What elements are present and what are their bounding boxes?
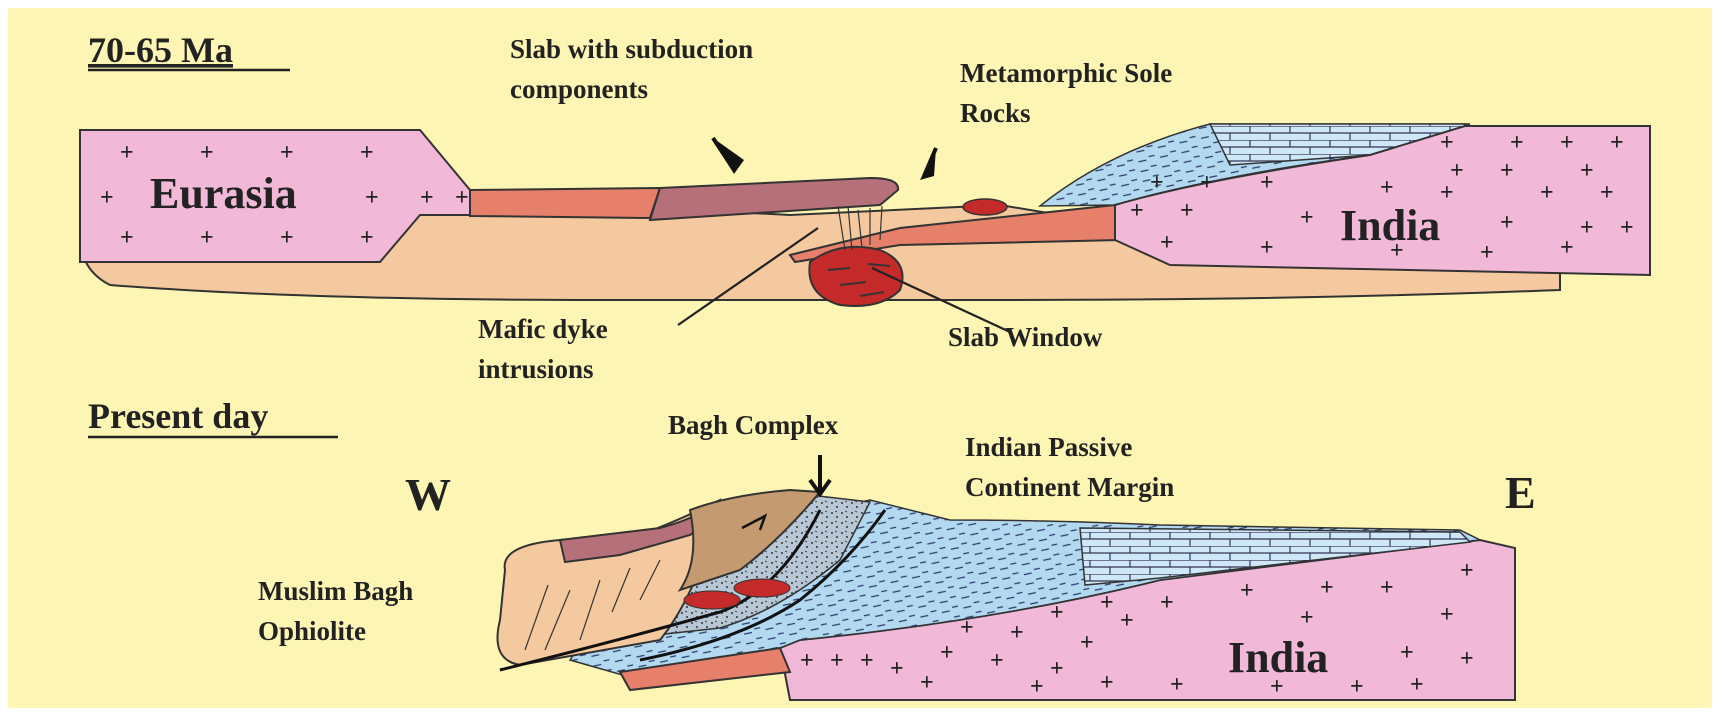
label-slab-window: Slab Window bbox=[948, 322, 1103, 352]
crust-plus-marker: + bbox=[1580, 215, 1594, 241]
label-indian-passive-line2: Continent Margin bbox=[965, 472, 1174, 502]
crust-plus-marker: + bbox=[280, 140, 294, 166]
crust-plus-marker: + bbox=[1050, 600, 1064, 626]
crust-plus-marker: + bbox=[1600, 180, 1614, 206]
crust-plus-marker: + bbox=[1030, 674, 1044, 700]
crust-plus-marker: + bbox=[100, 185, 114, 211]
crust-plus-marker: + bbox=[1560, 235, 1574, 261]
crust-plus-marker: + bbox=[1380, 575, 1394, 601]
crust-plus-marker: + bbox=[1010, 620, 1024, 646]
melt-lens-1 bbox=[684, 591, 740, 609]
label-mafic-dyke-line2: intrusions bbox=[478, 354, 594, 384]
crust-plus-marker: + bbox=[940, 640, 954, 666]
crust-plus-marker: + bbox=[1500, 210, 1514, 236]
label-india-bottom: India bbox=[1228, 633, 1328, 682]
crust-plus-marker: + bbox=[1180, 198, 1194, 224]
label-slab-subduction-line1: Slab with subduction bbox=[510, 34, 753, 64]
crust-plus-marker: + bbox=[860, 648, 874, 674]
crust-plus-marker: + bbox=[1460, 646, 1474, 672]
crust-plus-marker: + bbox=[920, 670, 934, 696]
crust-plus-marker: + bbox=[1100, 670, 1114, 696]
crust-plus-marker: + bbox=[1260, 170, 1274, 196]
crust-plus-marker: + bbox=[1540, 180, 1554, 206]
title-70-65-ma: 70-65 Ma bbox=[88, 30, 233, 70]
crust-plus-marker: + bbox=[990, 648, 1004, 674]
label-eurasia: Eurasia bbox=[150, 169, 297, 218]
crust-plus-marker: + bbox=[1120, 608, 1134, 634]
melt-lens-2 bbox=[734, 579, 790, 597]
crust-plus-marker: + bbox=[1240, 578, 1254, 604]
label-east: E bbox=[1505, 467, 1536, 518]
label-west: W bbox=[405, 469, 451, 520]
crust-plus-marker: + bbox=[1380, 175, 1394, 201]
crust-plus-marker: + bbox=[1350, 674, 1364, 700]
crust-plus-marker: + bbox=[1160, 590, 1174, 616]
crust-plus-marker: + bbox=[1080, 630, 1094, 656]
crust-plus-marker: + bbox=[1560, 130, 1574, 156]
oceanic-slab-left bbox=[470, 188, 660, 218]
crust-plus-marker: + bbox=[800, 648, 814, 674]
crust-plus-marker: + bbox=[120, 140, 134, 166]
crust-plus-marker: + bbox=[1500, 158, 1514, 184]
label-india-top: India bbox=[1340, 201, 1440, 250]
crust-plus-marker: + bbox=[1440, 602, 1454, 628]
crust-plus-marker: + bbox=[1410, 672, 1424, 698]
crust-plus-marker: + bbox=[830, 648, 844, 674]
crust-plus-marker: + bbox=[1440, 180, 1454, 206]
crust-plus-marker: + bbox=[1440, 130, 1454, 156]
crust-plus-marker: + bbox=[1170, 672, 1184, 698]
label-indian-passive-line1: Indian Passive bbox=[965, 432, 1132, 462]
crust-plus-marker: + bbox=[120, 225, 134, 251]
crust-plus-marker: + bbox=[365, 185, 379, 211]
crust-plus-marker: + bbox=[360, 225, 374, 251]
label-metamorphic-sole-line2: Rocks bbox=[960, 98, 1031, 128]
crust-plus-marker: + bbox=[1460, 558, 1474, 584]
crust-plus-marker: + bbox=[1320, 575, 1334, 601]
crust-plus-marker: + bbox=[1150, 170, 1164, 196]
label-slab-subduction-line2: components bbox=[510, 74, 648, 104]
crust-plus-marker: + bbox=[890, 656, 904, 682]
crust-plus-marker: + bbox=[1510, 130, 1524, 156]
crust-plus-marker: + bbox=[420, 185, 434, 211]
label-metamorphic-sole-line1: Metamorphic Sole bbox=[960, 58, 1172, 88]
label-mafic-dyke-line1: Mafic dyke bbox=[478, 314, 608, 344]
crust-plus-marker: + bbox=[1620, 215, 1634, 241]
crust-plus-marker: + bbox=[960, 615, 974, 641]
crust-plus-marker: + bbox=[360, 140, 374, 166]
crust-plus-marker: + bbox=[280, 225, 294, 251]
crust-plus-marker: + bbox=[1480, 240, 1494, 266]
label-muslim-bagh-line1: Muslim Bagh bbox=[258, 576, 413, 606]
crust-plus-marker: + bbox=[1260, 235, 1274, 261]
crust-plus-marker: + bbox=[1580, 158, 1594, 184]
crust-plus-marker: + bbox=[455, 185, 469, 211]
crust-plus-marker: + bbox=[1200, 170, 1214, 196]
crust-plus-marker: + bbox=[200, 225, 214, 251]
metamorphic-sole-rocks bbox=[963, 199, 1007, 215]
crust-plus-marker: + bbox=[1300, 205, 1314, 231]
crust-plus-marker: + bbox=[1300, 605, 1314, 631]
crust-plus-marker: + bbox=[1050, 656, 1064, 682]
label-muslim-bagh-line2: Ophiolite bbox=[258, 616, 366, 646]
crust-plus-marker: + bbox=[200, 140, 214, 166]
crust-plus-marker: + bbox=[1610, 130, 1624, 156]
crust-plus-marker: + bbox=[1100, 590, 1114, 616]
crust-plus-marker: + bbox=[1160, 230, 1174, 256]
crust-plus-marker: + bbox=[1130, 198, 1144, 224]
label-bagh-complex: Bagh Complex bbox=[668, 410, 839, 440]
crust-plus-marker: + bbox=[1400, 640, 1414, 666]
title-present-day: Present day bbox=[88, 396, 268, 436]
